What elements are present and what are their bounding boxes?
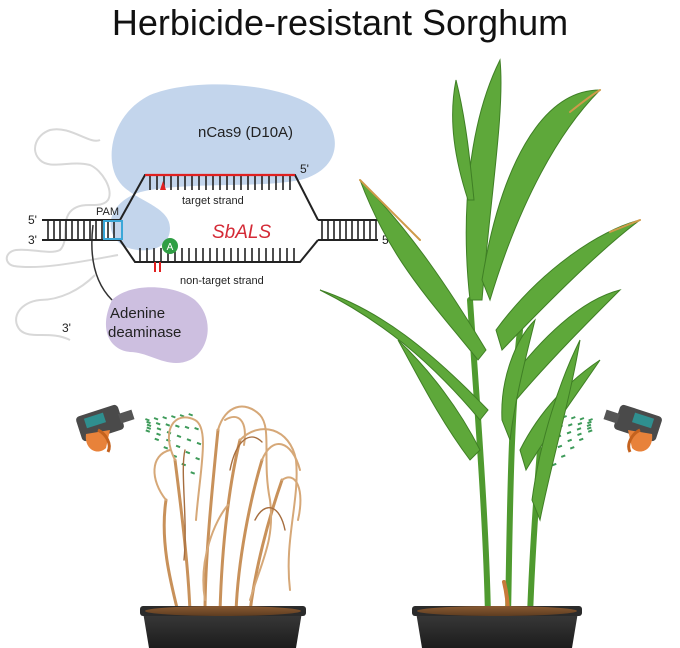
- ncas9-label: nCas9 (D10A): [198, 124, 293, 141]
- spray-droplet: [576, 427, 582, 431]
- spray-droplet: [579, 417, 585, 421]
- spray-droplet: [190, 471, 196, 475]
- spray-droplet: [570, 416, 576, 420]
- spray-droplet: [567, 438, 573, 443]
- non-target-strand-label: non-target strand: [180, 275, 264, 287]
- spray-droplet: [171, 415, 176, 419]
- spray-droplet: [156, 432, 161, 437]
- nick-marker: [160, 181, 166, 190]
- ncas9-protein: [110, 84, 335, 251]
- spray-droplet: [578, 437, 584, 442]
- target-5prime: 5': [300, 162, 309, 176]
- spray-droplet: [175, 444, 181, 449]
- spray-droplet: [146, 423, 152, 428]
- spray-droplet: [569, 446, 575, 450]
- left-sprayer-icon: [76, 404, 135, 453]
- spray-droplet: [195, 456, 200, 461]
- spray-droplet: [153, 417, 159, 421]
- spray-droplet: [155, 421, 161, 426]
- right-5prime: 5': [382, 233, 391, 247]
- spray-droplet: [163, 446, 169, 450]
- spray-droplet: [156, 427, 162, 431]
- spray-droplet: [194, 426, 199, 431]
- spray-droplet: [577, 421, 583, 426]
- adenine-deaminase-protein: [105, 287, 208, 364]
- spray-droplet: [165, 423, 171, 427]
- spray-droplet: [560, 454, 566, 458]
- left-5prime: 5': [28, 213, 37, 227]
- spray-droplet: [145, 418, 150, 422]
- spray-droplet: [175, 424, 180, 428]
- gene-label: SbALS: [212, 222, 271, 243]
- spray-droplet: [586, 423, 592, 428]
- spray-droplet: [154, 437, 160, 442]
- spray-droplet: [188, 413, 194, 417]
- spray-droplet: [557, 444, 563, 449]
- linker-line: [91, 224, 113, 301]
- spray-droplet: [162, 416, 168, 420]
- spray-droplet: [146, 426, 152, 430]
- spray-droplet: [146, 420, 151, 425]
- spray-droplet: [551, 462, 557, 467]
- spray-droplet: [588, 418, 593, 422]
- guide-3prime: 3': [62, 321, 71, 335]
- spray-droplet: [566, 430, 572, 435]
- spray-droplet: [185, 450, 191, 455]
- pam-label: PAM: [96, 206, 119, 218]
- adenine-base-circle: [162, 238, 178, 254]
- deaminase-label-line1: Adenine: [110, 305, 165, 322]
- guide-rna-outline: [5, 128, 119, 341]
- spray-droplet: [196, 441, 202, 446]
- left-pot: [140, 606, 306, 648]
- healthy-sorghum-plant: [319, 58, 641, 619]
- pam-box: [103, 220, 123, 240]
- spray-droplet: [587, 429, 593, 433]
- left-3prime: 3': [28, 233, 37, 247]
- deaminase-label-line2: deaminase: [108, 324, 181, 341]
- right-pot: [412, 606, 582, 648]
- spray-droplet: [577, 432, 582, 437]
- spray-droplet: [184, 425, 190, 430]
- right-spray-mist: [536, 413, 593, 475]
- spray-droplet: [176, 434, 182, 438]
- spray-droplet: [145, 429, 151, 433]
- right-sprayer-icon: [603, 404, 662, 453]
- spray-droplet: [587, 420, 592, 425]
- spray-droplet: [586, 426, 592, 430]
- adenine-base-label: A: [167, 242, 174, 253]
- spray-droplet: [567, 423, 573, 427]
- spray-droplet: [186, 438, 192, 442]
- dead-sorghum-plant: [153, 405, 302, 614]
- spray-droplet: [179, 414, 185, 418]
- figure-title: Herbicide-resistant Sorghum: [111, 2, 569, 43]
- target-strand-label: target strand: [182, 195, 244, 207]
